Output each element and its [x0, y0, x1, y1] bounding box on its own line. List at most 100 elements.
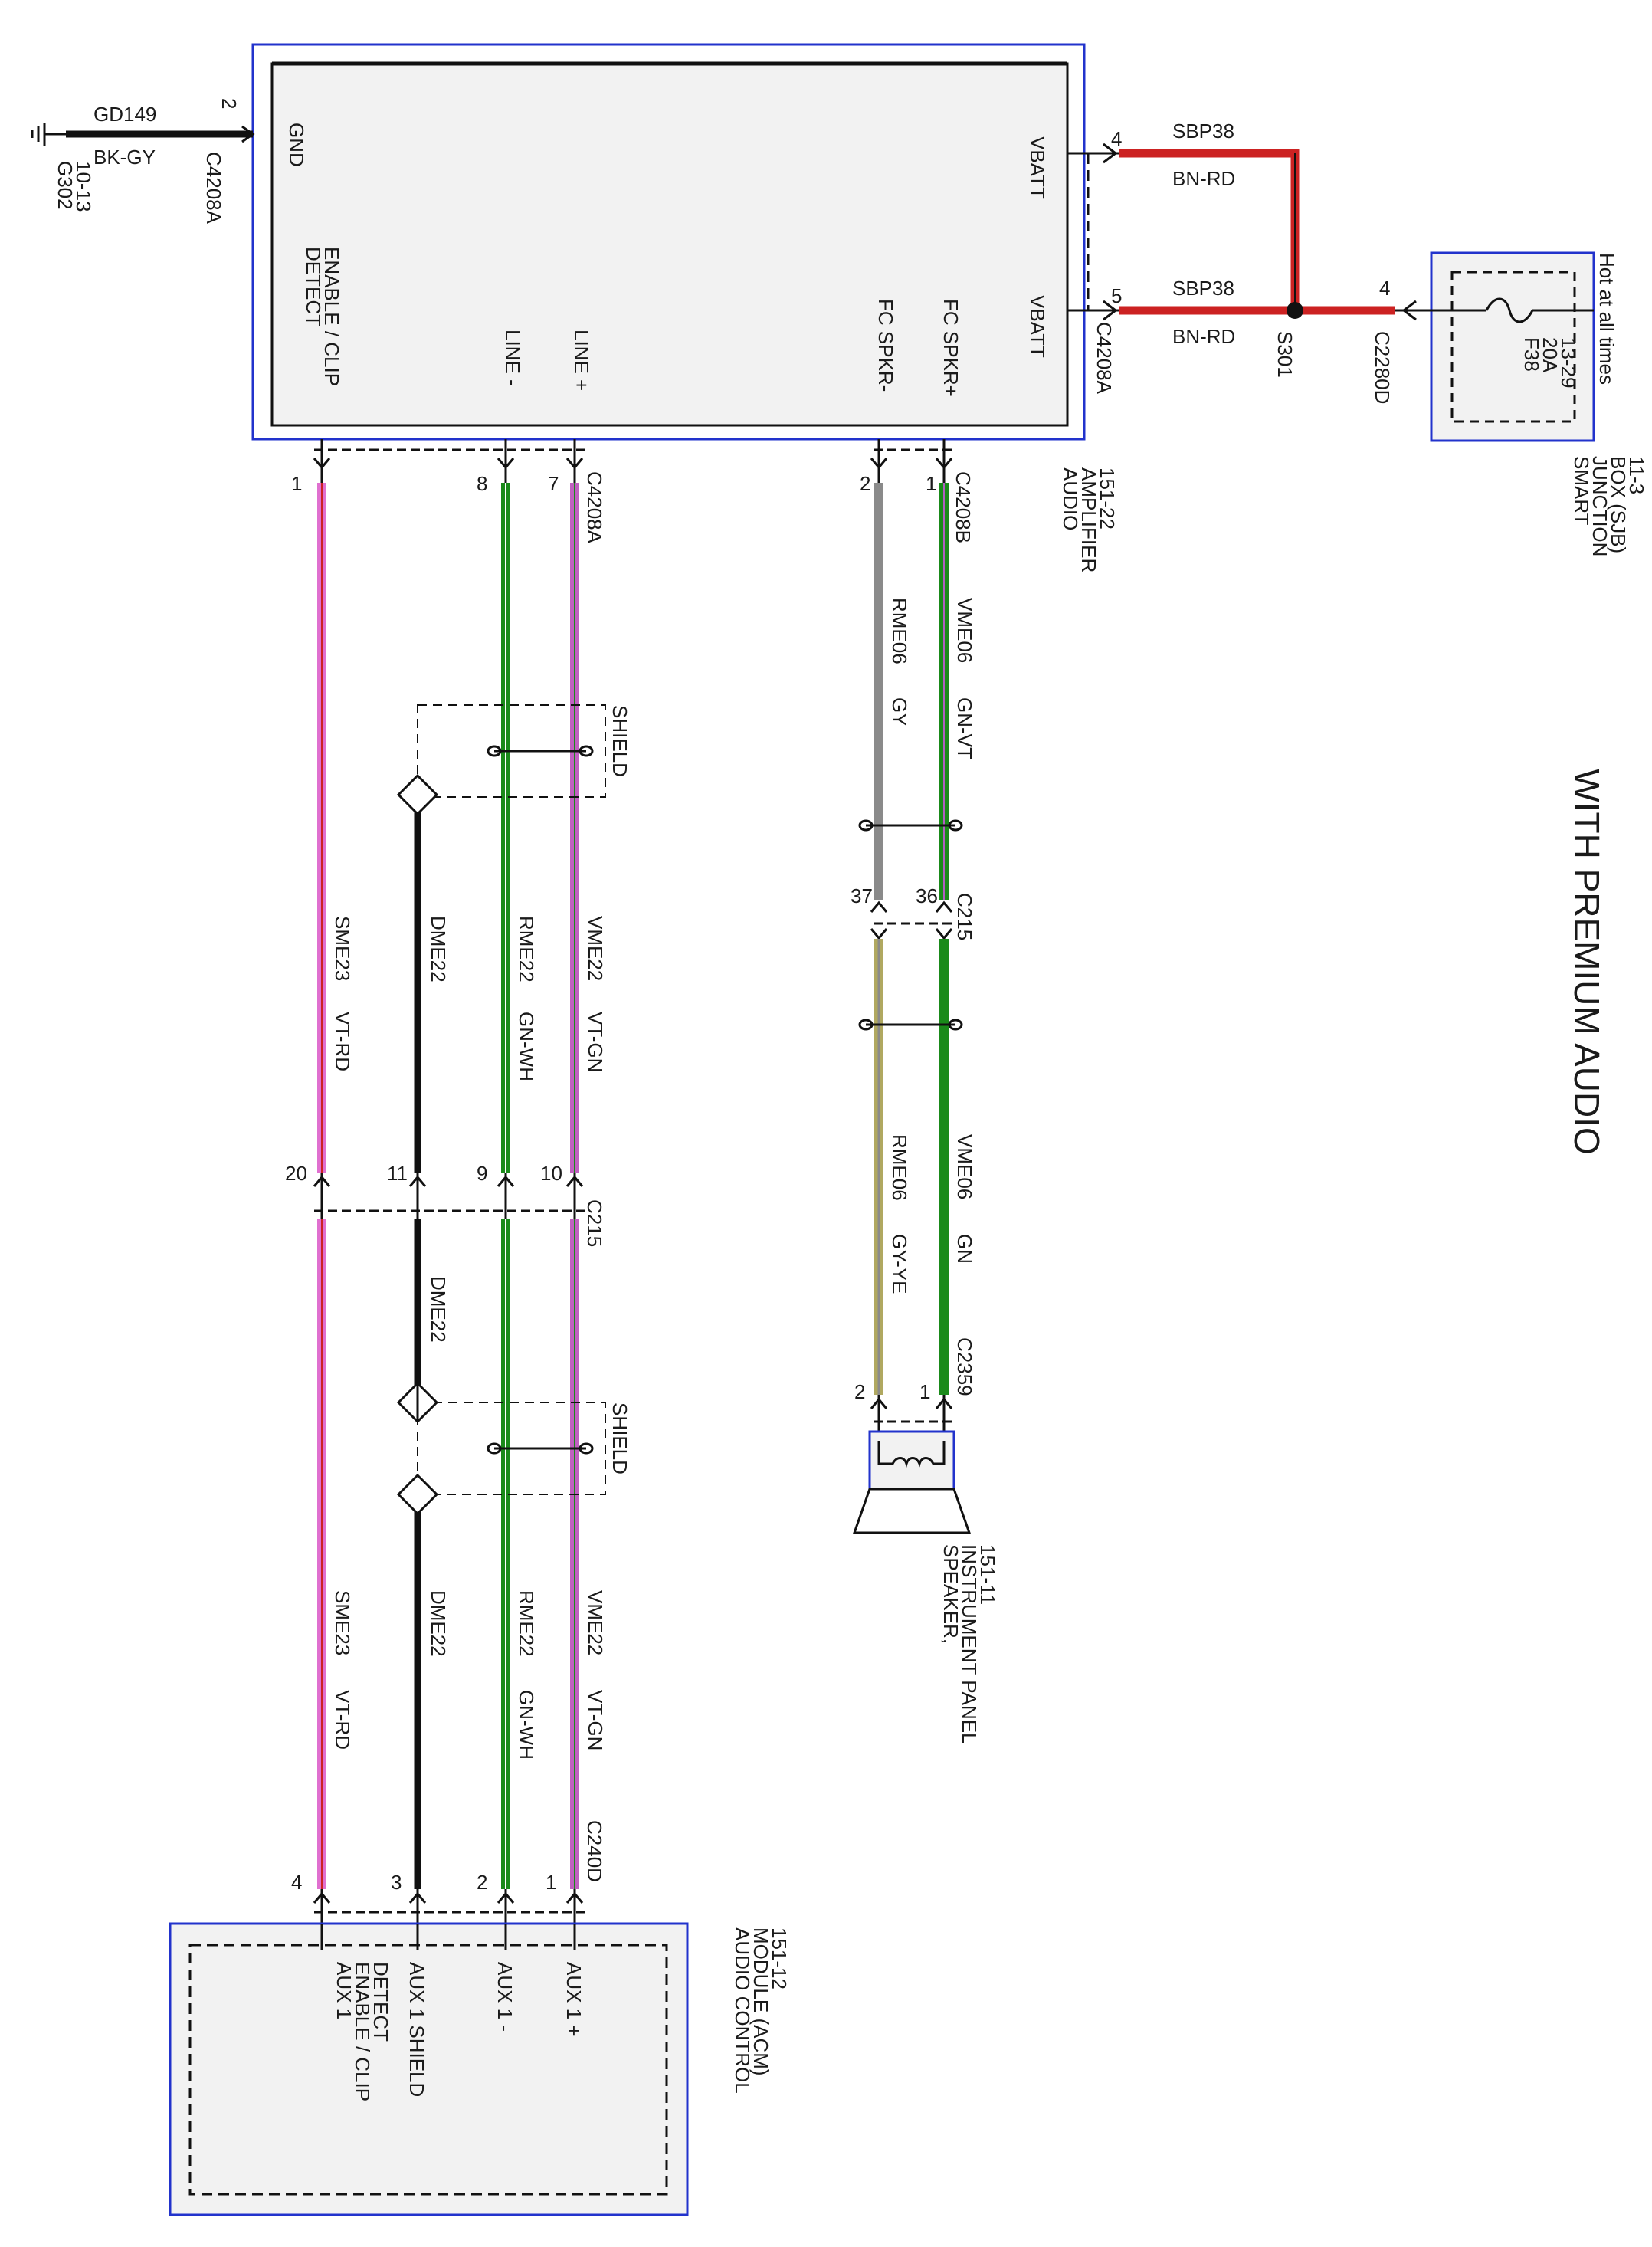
svg-text:VME22: VME22	[584, 916, 607, 981]
acm-pin-aux-shield: AUX 1 SHIELD	[405, 1962, 428, 2097]
ground-connector: C4208A	[202, 152, 225, 225]
svg-text:RME06: RME06	[888, 598, 911, 664]
svg-text:11: 11	[387, 1162, 408, 1185]
svg-text:20A: 20A	[1539, 337, 1562, 373]
svg-text:1: 1	[291, 472, 302, 495]
svg-text:GND: GND	[285, 123, 308, 167]
svg-text:C4208B: C4208B	[952, 471, 975, 543]
svg-text:11-3: 11-3	[1625, 456, 1648, 494]
svg-text:SMART: SMART	[1570, 456, 1593, 526]
svg-text:LINE -: LINE -	[501, 330, 524, 386]
wire-b-circuit: SBP38	[1172, 277, 1234, 300]
acm-frame	[169, 1922, 689, 2216]
svg-text:VME06: VME06	[953, 598, 976, 663]
svg-text:RME22: RME22	[515, 916, 538, 982]
shield-box-1	[417, 704, 606, 798]
speaker-circuit: 1 2 C4208B VME06 GN-VT RME06 GY 36 37 C2…	[851, 439, 999, 1744]
svg-text:ENABLE / CLIP: ENABLE / CLIP	[351, 1962, 374, 2101]
pin-label-fc-spkr-minus: FC SPKR-	[874, 299, 897, 392]
svg-text:151-11: 151-11	[976, 1544, 999, 1605]
svg-text:10: 10	[540, 1162, 562, 1185]
svg-text:MODULE (ACM): MODULE (ACM)	[749, 1927, 772, 2076]
speaker-coil-icon	[877, 1441, 946, 1468]
pin-label-gnd: GND	[285, 123, 308, 167]
svg-text:C215: C215	[583, 1199, 606, 1247]
svg-text:DETECT: DETECT	[369, 1962, 392, 2042]
svg-text:AUDIO: AUDIO	[1059, 467, 1082, 530]
audio-control-module: AUX 1 + AUX 1 - AUX 1 SHIELD AUX 1 ENABL…	[169, 1922, 791, 2216]
svg-text:20: 20	[285, 1162, 307, 1185]
wire-b-color: BN-RD	[1172, 325, 1235, 348]
acm-pin-aux-minus: AUX 1 -	[493, 1962, 516, 2032]
sjb-connector: C2280D	[1371, 331, 1394, 404]
svg-text:ENABLE / CLIP: ENABLE / CLIP	[320, 247, 343, 386]
svg-text:FC SPKR-: FC SPKR-	[874, 299, 897, 392]
hot-label: Hot at all times	[1595, 253, 1618, 385]
power-connector: C4208A	[1093, 322, 1116, 395]
svg-text:F38: F38	[1520, 337, 1543, 372]
svg-text:36: 36	[916, 884, 938, 907]
svg-text:1: 1	[919, 1380, 930, 1403]
svg-text:2: 2	[860, 472, 870, 495]
svg-text:3: 3	[391, 1871, 402, 1894]
svg-text:WITH PREMIUM AUDIO: WITH PREMIUM AUDIO	[1567, 769, 1607, 1154]
ground-circuit: GD149	[93, 103, 156, 126]
svg-text:2: 2	[477, 1871, 487, 1894]
svg-text:VT-RD: VT-RD	[331, 1012, 354, 1071]
svg-text:151-22: 151-22	[1096, 467, 1119, 530]
svg-text:4: 4	[291, 1871, 302, 1894]
speaker-name: SPEAKER, INSTRUMENT PANEL 151-11	[939, 1544, 999, 1744]
svg-text:INSTRUMENT PANEL: INSTRUMENT PANEL	[958, 1544, 981, 1744]
svg-text:C2359: C2359	[953, 1337, 976, 1396]
sjb-frame	[1430, 251, 1595, 442]
wire-a-circuit: SBP38	[1172, 120, 1234, 143]
svg-text:AUX 1: AUX 1	[333, 1962, 356, 2019]
svg-text:JUNCTION: JUNCTION	[1588, 456, 1611, 556]
fuse-icon	[1485, 297, 1534, 323]
shield-label-2: SHIELD	[608, 1402, 631, 1474]
svg-text:GY: GY	[888, 697, 911, 727]
svg-text:DME22: DME22	[427, 1590, 450, 1657]
svg-text:RME06: RME06	[888, 1134, 911, 1201]
speaker-connector-box	[868, 1430, 955, 1491]
sjb-pin: 4	[1379, 277, 1390, 300]
svg-text:VBATT: VBATT	[1026, 295, 1049, 358]
shield-drain-icon	[396, 773, 439, 816]
svg-text:10-13: 10-13	[72, 161, 95, 212]
splice-label: S301	[1273, 331, 1296, 378]
svg-text:37: 37	[851, 884, 873, 907]
svg-text:GN-VT: GN-VT	[953, 697, 976, 759]
speaker-icon	[852, 1488, 972, 1534]
ground-g302: GD149 BK-GY 2 C4208A G302 10-13	[31, 98, 255, 225]
pin-label-vbatt-2: VBATT	[1026, 295, 1049, 358]
power-feed: 4 5 C4208A SBP38 BN-RD SBP38 BN-RD S301 …	[1067, 120, 1418, 404]
shield-label-1: SHIELD	[608, 705, 631, 777]
svg-text:DETECT: DETECT	[302, 247, 325, 326]
ground-name: G302 10-13	[54, 161, 95, 212]
svg-text:BOX (SJB): BOX (SJB)	[1607, 456, 1630, 553]
svg-text:FC SPKR+: FC SPKR+	[939, 299, 962, 397]
pin-label-line-plus: LINE +	[570, 330, 593, 391]
acm-name: AUDIO CONTROL MODULE (ACM) 151-12	[731, 1927, 791, 2094]
pin-label-enable: ENABLE / CLIP	[320, 247, 343, 386]
svg-text:SPEAKER,: SPEAKER,	[939, 1544, 962, 1644]
svg-text:C240D: C240D	[583, 1820, 606, 1882]
smart-junction-box: F38 20A 13-29 Hot at all times SMART JUN…	[1418, 251, 1648, 556]
svg-text:SME23: SME23	[331, 916, 354, 981]
acm-pin-aux-plus: AUX 1 +	[562, 1962, 585, 2037]
aux-circuit: 7 8 1 C4208A SHIELD VME22 VT-GN RME22 GN…	[285, 439, 631, 1924]
svg-text:2: 2	[854, 1380, 865, 1403]
pin-label-line-minus: LINE -	[501, 330, 524, 386]
sjb-name: SMART JUNCTION BOX (SJB) 11-3	[1570, 456, 1648, 556]
svg-text:VT-GN: VT-GN	[584, 1690, 607, 1750]
shield-box-2	[417, 1402, 606, 1495]
wire-a-color: BN-RD	[1172, 167, 1235, 190]
acm-pin-aux-enable: AUX 1 ENABLE / CLIP DETECT	[333, 1962, 392, 2101]
svg-text:GN: GN	[953, 1234, 976, 1264]
svg-text:VT-GN: VT-GN	[584, 1012, 607, 1072]
svg-text:1: 1	[546, 1871, 556, 1894]
svg-text:C4208A: C4208A	[583, 471, 606, 544]
svg-text:AUDIO CONTROL: AUDIO CONTROL	[731, 1927, 754, 2094]
svg-text:VME22: VME22	[584, 1590, 607, 1655]
